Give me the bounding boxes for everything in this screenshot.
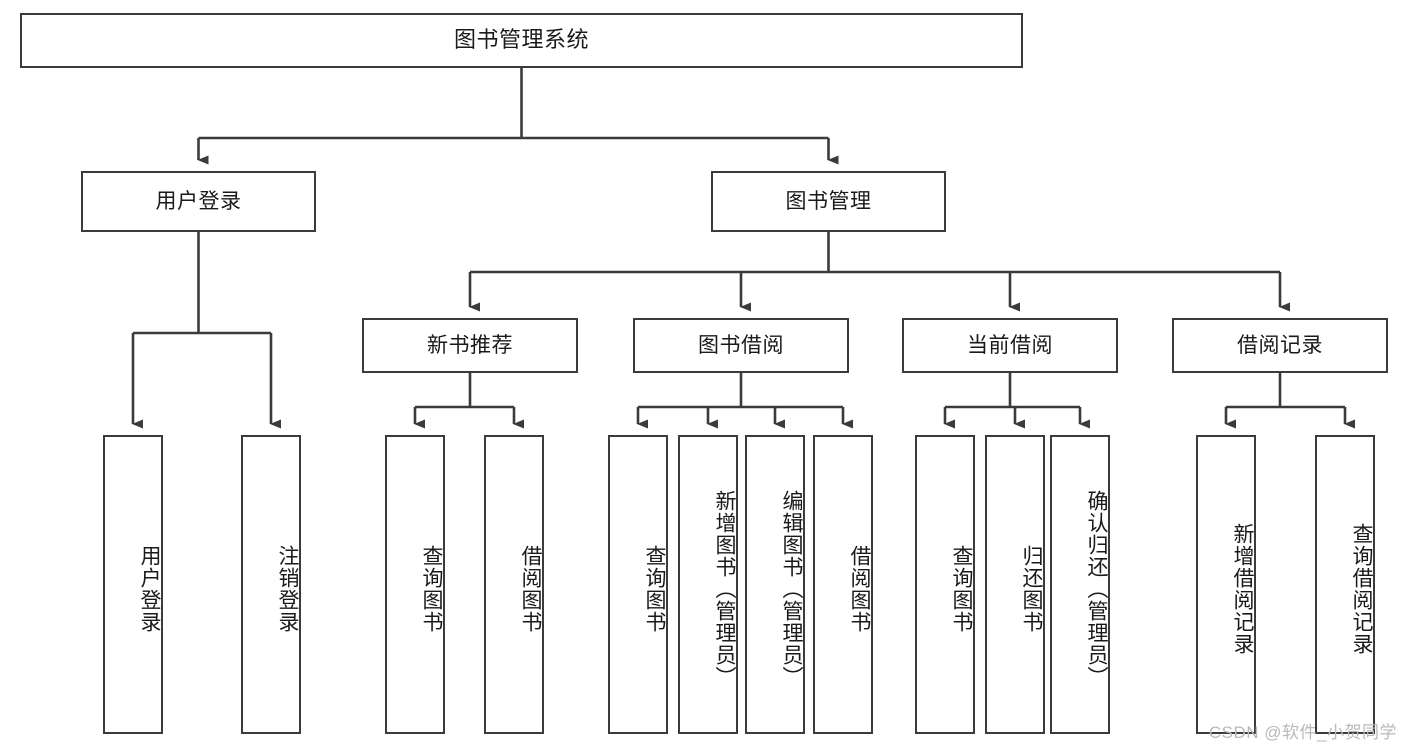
node-leaf-bor-3[interactable]: 编辑图书（管理员） — [745, 435, 805, 734]
node-leaf-login-2[interactable]: 注销登录 — [241, 435, 301, 734]
node-label: 图书借阅 — [698, 333, 784, 357]
node-label: 查询图书 — [950, 544, 973, 633]
node-leaf-cur-2[interactable]: 归还图书 — [985, 435, 1045, 734]
node-label: 编辑图书（管理员） — [780, 489, 803, 688]
node-label: 新书推荐 — [427, 333, 513, 357]
node-borrow[interactable]: 图书借阅 — [633, 318, 849, 373]
node-label: 注销登录 — [276, 544, 299, 633]
node-label: 查询图书 — [643, 544, 666, 633]
node-leaf-new-1[interactable]: 查询图书 — [385, 435, 445, 734]
node-label: 查询借阅记录 — [1350, 522, 1373, 655]
watermark: CSDN @软件_小贺同学 — [1208, 723, 1397, 742]
node-login[interactable]: 用户登录 — [81, 171, 316, 232]
node-label: 图书管理 — [785, 189, 872, 213]
node-root[interactable]: 图书管理系统 — [20, 13, 1023, 68]
node-bookmgmt[interactable]: 图书管理 — [711, 171, 946, 232]
node-leaf-login-1[interactable]: 用户登录 — [103, 435, 163, 734]
node-label: 借阅图书 — [519, 544, 542, 633]
node-leaf-bor-2[interactable]: 新增图书（管理员） — [678, 435, 738, 734]
node-label: 用户登录 — [138, 544, 161, 633]
node-label: 新增借阅记录 — [1231, 522, 1254, 655]
node-leaf-rec-2[interactable]: 查询借阅记录 — [1315, 435, 1375, 734]
node-leaf-cur-3[interactable]: 确认归还（管理员） — [1050, 435, 1110, 734]
node-records[interactable]: 借阅记录 — [1172, 318, 1388, 373]
node-leaf-new-2[interactable]: 借阅图书 — [484, 435, 544, 734]
node-leaf-rec-1[interactable]: 新增借阅记录 — [1196, 435, 1256, 734]
node-label: 归还图书 — [1020, 544, 1043, 633]
node-label: 当前借阅 — [967, 333, 1053, 357]
node-current[interactable]: 当前借阅 — [902, 318, 1118, 373]
node-label: 图书管理系统 — [453, 27, 589, 53]
node-label: 借阅记录 — [1237, 333, 1323, 357]
node-newbook[interactable]: 新书推荐 — [362, 318, 578, 373]
node-label: 查询图书 — [420, 544, 443, 633]
node-label: 新增图书（管理员） — [713, 489, 736, 688]
node-leaf-bor-1[interactable]: 查询图书 — [608, 435, 668, 734]
node-label: 用户登录 — [155, 189, 242, 213]
node-leaf-cur-1[interactable]: 查询图书 — [915, 435, 975, 734]
node-label: 借阅图书 — [848, 544, 871, 633]
node-leaf-bor-4[interactable]: 借阅图书 — [813, 435, 873, 734]
node-label: 确认归还（管理员） — [1085, 489, 1108, 688]
